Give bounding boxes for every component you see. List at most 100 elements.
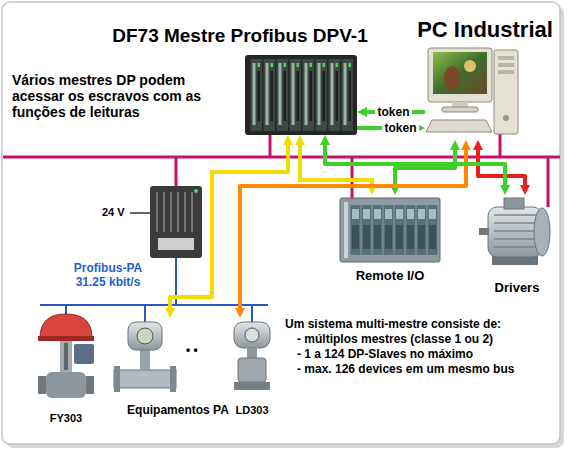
pc-illustration-part xyxy=(444,66,460,90)
coupler-illustration-part xyxy=(150,186,202,258)
device-node: Drivers xyxy=(478,195,556,275)
coupler-illustration-part xyxy=(177,192,179,232)
coupler-illustration-part xyxy=(184,192,186,232)
pressure-transmitter-illustration-part xyxy=(247,348,257,358)
device-node: LD303 xyxy=(228,318,276,398)
pressure-transmitter-illustration-part xyxy=(245,328,259,342)
motor-illustration-part xyxy=(504,198,524,209)
coupler-illustration-part xyxy=(194,189,198,193)
device-label: Equipamentos PA xyxy=(123,404,233,418)
profibus-pa-bus-part xyxy=(251,305,253,322)
valve-illustration-part xyxy=(46,372,86,398)
motor-illustration xyxy=(479,198,550,265)
signal-arrow xyxy=(240,145,466,313)
valve-illustration-part xyxy=(40,314,92,338)
motor-illustration-part xyxy=(494,214,536,216)
coupler-illustration-part xyxy=(191,192,193,232)
device-label: Remote I/O xyxy=(340,269,440,284)
coupler-illustration-part xyxy=(163,192,165,232)
note-item: - múltiplos mestres (classe 1 ou 2) xyxy=(297,333,496,347)
heading: PC Industrial xyxy=(410,17,560,42)
device-node: Remote I/O xyxy=(340,195,440,265)
coupler-illustration-part xyxy=(170,192,172,232)
pressure-transmitter-illustration-part xyxy=(234,322,270,348)
flowmeter-illustration-part xyxy=(114,370,176,388)
valve-illustration-part xyxy=(74,344,94,364)
pc-illustration-part xyxy=(498,70,514,74)
device-node: FY303 xyxy=(35,312,97,408)
coupler-illustration-part xyxy=(156,192,158,232)
valve-illustration-part xyxy=(38,376,46,394)
pc-illustration-part xyxy=(494,50,518,134)
profibus-dp-bus-part xyxy=(547,157,550,207)
power-label: 24 V xyxy=(102,206,127,219)
df73-rack-part xyxy=(245,55,357,135)
edge-label: token xyxy=(375,105,411,119)
bus-label: Profibus-PA 31.25 kbit/s xyxy=(64,262,152,290)
pc-illustration-part xyxy=(433,52,487,94)
remote-io-illustration-part xyxy=(340,198,440,262)
note-heading: Um sistema multi-mestre consiste de: xyxy=(285,318,504,332)
device-label: FY303 xyxy=(35,412,97,425)
note-item: - 1 a 124 DP-Slaves no máximo xyxy=(297,348,476,362)
pressure-transmitter-illustration-part xyxy=(238,358,266,382)
valve-illustration-part xyxy=(64,343,68,370)
signal-arrow xyxy=(395,145,455,190)
device-node: DF73 Mestre Profibus DPV-1 xyxy=(245,55,357,135)
note-text: Vários mestres DP podem acessar os escra… xyxy=(12,72,217,120)
signal-arrow xyxy=(478,145,525,190)
valve-illustration xyxy=(38,314,94,398)
motor-illustration-part xyxy=(494,215,536,247)
pc-illustration xyxy=(426,48,518,134)
flowmeter-illustration-part xyxy=(170,366,176,392)
flowmeter-illustration-part xyxy=(140,350,150,370)
profibus-pa-bus-part xyxy=(144,305,146,322)
motor-illustration-part xyxy=(494,222,536,224)
pc-illustration-part xyxy=(464,60,476,72)
motor-illustration-part xyxy=(534,208,550,256)
power-wire xyxy=(130,212,150,214)
edge-label: token xyxy=(382,121,418,135)
flowmeter-illustration-part xyxy=(137,328,153,344)
df73-rack-part xyxy=(250,59,354,131)
signal-arrow xyxy=(170,140,288,313)
flowmeter-illustration-part xyxy=(114,366,120,392)
device-node: Equipamentos PA xyxy=(112,318,178,398)
pressure-transmitter-illustration xyxy=(234,322,270,390)
profibus-dp-bus-part xyxy=(269,135,272,157)
coupler-illustration-part xyxy=(157,192,192,232)
profibus-dp-bus-part xyxy=(499,134,502,157)
motor-illustration-part xyxy=(494,230,536,232)
profibus-pa-bus-part xyxy=(65,305,67,314)
valve-illustration-part xyxy=(60,341,72,372)
note-item: - max. 126 devices em um mesmo bus xyxy=(297,363,517,377)
flowmeter-illustration xyxy=(114,322,176,392)
coupler-illustration xyxy=(150,186,202,258)
device-label: LD303 xyxy=(220,404,284,417)
signal-arrow xyxy=(325,140,505,190)
frame-part xyxy=(2,2,560,444)
device-node: PC Industrial xyxy=(425,45,520,140)
pc-illustration-part xyxy=(442,107,478,112)
motor-illustration-part xyxy=(479,228,489,235)
motor-illustration-part xyxy=(494,246,536,248)
flowmeter-illustration-part xyxy=(128,322,162,350)
pc-illustration-part xyxy=(426,120,492,132)
remote-io-illustration-part xyxy=(350,205,438,255)
pressure-transmitter-illustration-part xyxy=(234,382,270,390)
profibus-pa-bus-part xyxy=(40,304,268,306)
profibus-dp-bus-part xyxy=(175,157,178,186)
df73-rack xyxy=(245,55,357,135)
valve-illustration-part xyxy=(86,376,94,394)
motor-illustration-part xyxy=(494,238,536,240)
profibus-pa-bus xyxy=(40,258,268,322)
device-label: Drivers xyxy=(478,281,556,296)
coupler-illustration-part xyxy=(158,238,194,250)
pc-illustration-part xyxy=(498,56,514,60)
remote-io-illustration xyxy=(340,198,440,262)
